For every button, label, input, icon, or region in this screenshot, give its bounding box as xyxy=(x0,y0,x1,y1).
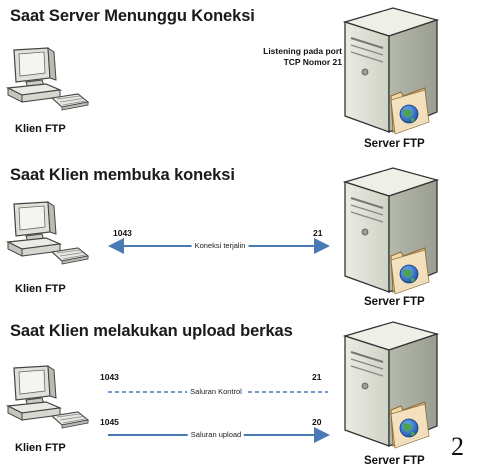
client-label: Klien FTP xyxy=(15,283,66,295)
panel-heading: Saat Klien membuka koneksi xyxy=(10,166,235,184)
panel-client-opens-connection: Saat Klien membuka koneksi Klien FTP 104… xyxy=(0,160,480,320)
listening-note-line1: Listening pada port xyxy=(263,46,342,56)
server-icon xyxy=(344,7,438,135)
panel-client-uploads-file: Saat Klien melakukan upload berkas Klien… xyxy=(0,320,480,471)
server-port-data: 20 xyxy=(312,417,322,427)
page-number: 2 xyxy=(451,432,464,461)
connection-label: Koneksi terjalin xyxy=(191,241,249,250)
server-icon xyxy=(344,321,438,449)
server-port: 21 xyxy=(313,228,323,238)
server-icon xyxy=(344,167,438,295)
panel-server-waiting: Saat Server Menunggu Koneksi Klien FTP L… xyxy=(0,0,480,160)
client-port-control: 1043 xyxy=(100,372,119,382)
server-label: Server FTP xyxy=(364,455,425,467)
upload-channel-label: Saluran upload xyxy=(187,430,245,439)
client-label: Klien FTP xyxy=(15,442,66,454)
panel-heading: Saat Server Menunggu Koneksi xyxy=(10,7,255,25)
client-computer-icon xyxy=(7,47,89,111)
server-label: Server FTP xyxy=(364,138,425,150)
client-computer-icon xyxy=(7,365,89,429)
control-channel-label: Saluran Kontrol xyxy=(187,387,245,396)
client-port-data: 1045 xyxy=(100,417,119,427)
client-computer-icon xyxy=(7,201,89,265)
client-port: 1043 xyxy=(113,228,132,238)
client-label: Klien FTP xyxy=(15,123,66,135)
server-port-control: 21 xyxy=(312,372,322,382)
panel-heading: Saat Klien melakukan upload berkas xyxy=(10,322,293,340)
server-label: Server FTP xyxy=(364,296,425,308)
listening-note-line2: TCP Nomor 21 xyxy=(283,57,342,67)
listening-note: Listening pada port TCP Nomor 21 xyxy=(250,46,342,68)
control-channel-line xyxy=(108,391,328,393)
